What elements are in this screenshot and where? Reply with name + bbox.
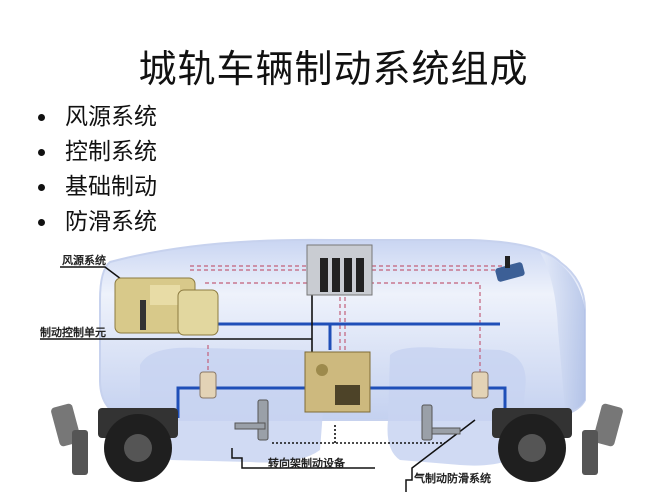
relay-valve-icon — [234, 399, 461, 441]
bullet-list: 风源系统 控制系统 基础制动 防滑系统 — [38, 100, 157, 240]
slide-title: 城轨车辆制动系统组成 — [138, 47, 529, 91]
car-body-illustration — [40, 238, 623, 492]
left-wheel-brake-icon — [51, 403, 178, 482]
brake-handle-icon — [495, 256, 525, 282]
bullet-label: 基础制动 — [65, 174, 157, 200]
bullet-item: 控制系统 — [38, 135, 157, 170]
electronic-control-unit-icon — [306, 244, 373, 296]
bullet-item: 基础制动 — [38, 170, 157, 205]
right-wheel-brake-icon — [492, 403, 623, 482]
air-compressor-icon — [114, 277, 219, 336]
bullet-dot-icon — [38, 114, 45, 121]
label-brake-control-unit: 制动控制单元 — [40, 326, 106, 339]
bullet-label: 防滑系统 — [65, 209, 157, 235]
label-bogie-brake: 转向架制动设备 — [268, 457, 345, 470]
bullet-dot-icon — [38, 219, 45, 226]
bullet-item: 风源系统 — [38, 100, 157, 135]
bullet-label: 风源系统 — [65, 104, 157, 130]
anti-skid-valve-icon — [199, 371, 489, 399]
brake-system-diagram: 风源系统 制动控制单元 转向架制动设备 气制动防滑系统 — [0, 230, 667, 500]
brake-control-unit-icon — [304, 351, 371, 413]
bullet-dot-icon — [38, 184, 45, 191]
bullet-item: 防滑系统 — [38, 205, 157, 240]
bullet-label: 控制系统 — [65, 139, 157, 165]
label-anti-skid: 气制动防滑系统 — [414, 472, 491, 485]
bullet-dot-icon — [38, 149, 45, 156]
label-air-supply: 风源系统 — [62, 254, 106, 267]
